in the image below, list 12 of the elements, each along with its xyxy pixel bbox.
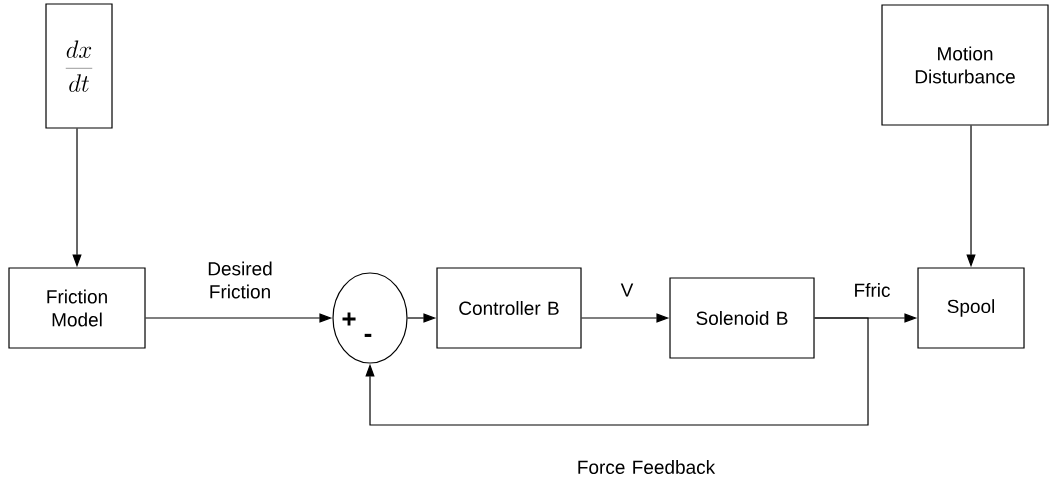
process-box: Controller B [436, 267, 582, 349]
edge-label: Force Feedback [578, 460, 716, 474]
arrow [365, 317, 869, 426]
summing-junction: + - [332, 272, 408, 364]
process-box: Motion Disturbance [881, 4, 1049, 126]
formula-box: $\frac{dx}{dt}$ [45, 3, 113, 129]
process-box: Friction Model [8, 267, 146, 349]
process-box: Spool [917, 267, 1025, 349]
edge-label: Ffric [855, 283, 890, 297]
edge-label: V [620, 283, 634, 297]
process-box: Solenoid B [669, 277, 815, 359]
edge-label: Desired Friction [208, 261, 272, 299]
